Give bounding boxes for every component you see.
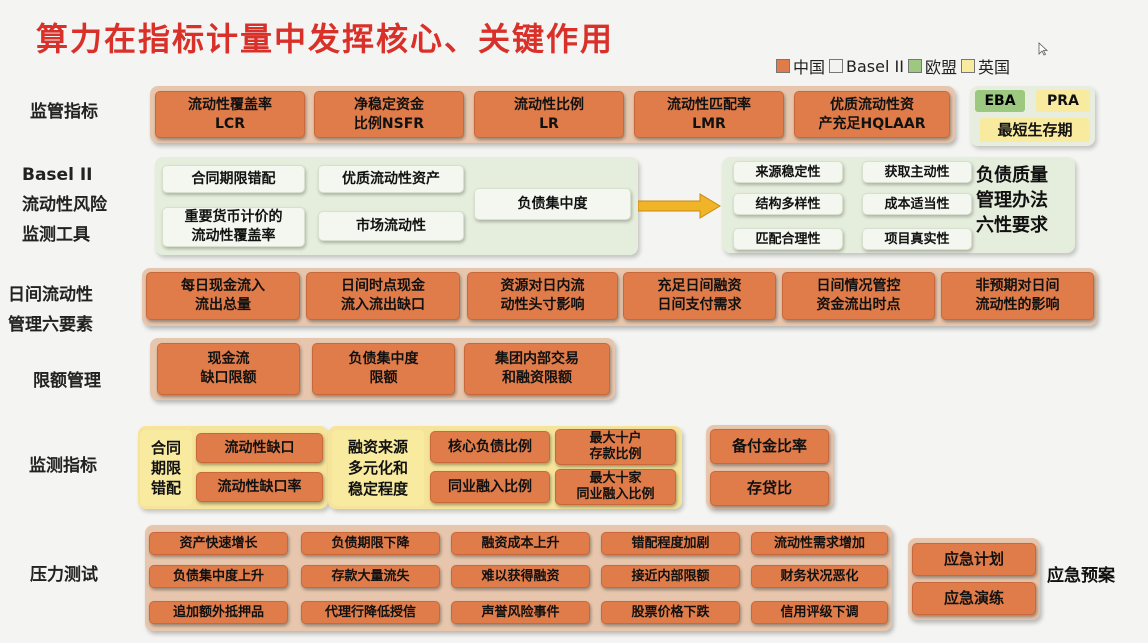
- indicator-nsfr: 净稳定资金 比例NSFR: [314, 91, 464, 138]
- limit-cashflow-gap: 现金流 缺口限额: [157, 343, 300, 395]
- stress-rating-downgrade: 信用评级下调: [751, 601, 888, 624]
- row-label-intraday: 日间流动性 管理六要素: [8, 285, 93, 335]
- monitor-interbank-ratio: 同业融入比例: [430, 471, 550, 503]
- quality-cost-appropriateness: 成本适当性: [862, 193, 972, 215]
- indicator-lr: 流动性比例 LR: [474, 91, 624, 138]
- quality-project-authenticity: 项目真实性: [862, 228, 972, 250]
- tool-market-liquidity: 市场流动性: [318, 211, 464, 241]
- quality-acquisition-initiative: 获取主动性: [862, 161, 972, 183]
- tool-hqla: 优质流动性资产: [318, 165, 464, 193]
- monitor-core-liability: 核心负债比例: [430, 431, 550, 463]
- legend-item-china: 中国: [776, 54, 825, 78]
- legend-item-uk: 英国: [960, 54, 1010, 78]
- row-label-limits: 限额管理: [33, 371, 101, 391]
- stress-funding-cost: 融资成本上升: [451, 532, 590, 555]
- stress-asset-growth: 资产快速增长: [149, 532, 288, 555]
- contingency-label: 应急预案: [1047, 566, 1115, 586]
- tool-contract-mismatch: 合同期限错配: [162, 165, 305, 193]
- stress-internal-limit: 接近内部限额: [601, 565, 740, 588]
- contingency-plan: 应急计划: [912, 543, 1036, 576]
- eba-badge: EBA: [975, 90, 1025, 112]
- stress-concentration: 负债集中度上升: [149, 565, 288, 588]
- intraday-time-gap: 日间时点现金 流入流出缺口: [306, 272, 460, 320]
- stress-reputation: 声誉风险事件: [451, 601, 590, 624]
- stress-liability-maturity: 负债期限下降: [301, 532, 440, 555]
- quality-source-stability: 来源稳定性: [733, 161, 843, 183]
- legend-label: Basel II: [846, 56, 904, 76]
- monitor-top10-deposit: 最大十户 存款比例: [555, 429, 676, 465]
- monitor-loan-deposit: 存贷比: [710, 471, 829, 506]
- row-label-monitoring: 监测指标: [29, 456, 97, 476]
- stress-mismatch: 错配程度加剧: [601, 532, 740, 555]
- legend-label: 欧盟: [924, 58, 957, 77]
- mismatch-label: 合同 期限 错配: [140, 430, 192, 506]
- indicator-hqlaar: 优质流动性资 产充足HQLAAR: [794, 91, 950, 138]
- arrow-right-icon: [638, 193, 721, 219]
- legend-swatch: [907, 59, 922, 73]
- funding-label: 融资来源 多元化和 稳定程度: [332, 430, 424, 506]
- intraday-resource-impact: 资源对日内流 动性头寸影响: [467, 272, 618, 320]
- tool-liability-concentration: 负债集中度: [474, 188, 631, 220]
- liability-quality-label: 负债质量 管理办法 六性要求: [976, 165, 1048, 236]
- mouse-cursor-icon: [1038, 42, 1048, 56]
- legend-swatch: [960, 59, 975, 73]
- stress-stock-price: 股票价格下跌: [601, 601, 740, 624]
- tool-currency-lcr: 重要货币计价的 流动性覆盖率: [162, 207, 305, 247]
- contingency-drill: 应急演练: [912, 582, 1036, 615]
- limit-liability-concentration: 负债集中度 限额: [312, 343, 455, 395]
- indicator-lcr: 流动性覆盖率 LCR: [155, 91, 305, 138]
- indicator-lmr: 流动性匹配率 LMR: [634, 91, 784, 138]
- row-label-regulatory: 监管指标: [30, 102, 98, 122]
- row-label-basel-tools: Basel II 流动性风险 监测工具: [22, 165, 107, 245]
- stress-financial-deterioration: 财务状况恶化: [751, 565, 888, 588]
- intraday-unexpected-impact: 非预期对日间 流动性的影响: [941, 272, 1094, 320]
- stress-liquidity-demand: 流动性需求增加: [751, 532, 888, 555]
- monitor-liquidity-gap-ratio: 流动性缺口率: [196, 472, 323, 502]
- monitor-liquidity-gap: 流动性缺口: [196, 433, 323, 463]
- stress-deposit-outflow: 存款大量流失: [301, 565, 440, 588]
- legend-label: 英国: [977, 58, 1010, 77]
- legend-swatch: [776, 59, 790, 73]
- intraday-outflow-control: 日间情况管控 资金流出时点: [782, 272, 935, 320]
- intraday-total-flows: 每日现金流入 流出总量: [146, 272, 300, 320]
- row-label-stress: 压力测试: [30, 565, 98, 585]
- legend-item-basel: Basel II: [829, 57, 904, 76]
- legend-item-eu: 欧盟: [907, 54, 957, 78]
- page-title: 算力在指标计量中发挥核心、关键作用: [36, 20, 615, 58]
- monitor-top10-interbank: 最大十家 同业融入比例: [555, 469, 676, 505]
- quality-matching-rationality: 匹配合理性: [733, 228, 843, 250]
- intraday-funding-payment: 充足日间融资 日间支付需求: [623, 272, 776, 320]
- quality-structure-diversity: 结构多样性: [733, 193, 843, 215]
- legend-swatch: [829, 59, 844, 73]
- pra-badge: PRA: [1036, 90, 1090, 112]
- monitor-reserve-ratio: 备付金比率: [710, 429, 829, 464]
- stress-credit-line: 代理行降低授信: [301, 601, 440, 624]
- legend-label: 中国: [793, 58, 826, 77]
- limit-intragroup: 集团内部交易 和融资限额: [464, 343, 610, 395]
- legend: 中国 Basel II 欧盟 英国: [776, 54, 1010, 78]
- stress-funding-difficulty: 难以获得融资: [451, 565, 590, 588]
- survival-period-box: 最短生存期: [980, 118, 1090, 142]
- stress-collateral: 追加额外抵押品: [149, 601, 288, 624]
- intraday-band: [142, 268, 1097, 326]
